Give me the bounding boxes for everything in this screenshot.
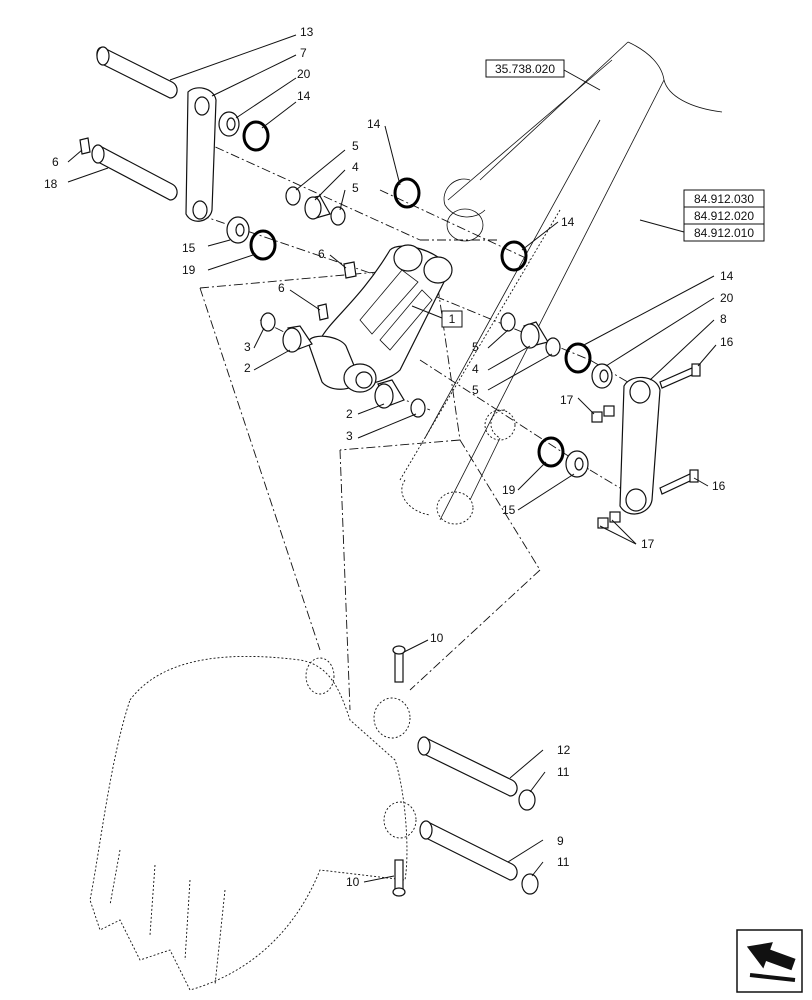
callout-2-left: 2 [244,361,251,375]
navigation-arrow-icon[interactable] [736,929,803,993]
callout-5-upper: 5 [352,139,359,153]
seal-3-low [410,398,426,418]
callout-4-upper: 4 [352,160,359,174]
o-ring-14-mid [393,177,421,209]
o-ring-19-top [249,229,277,261]
reference-84-912-010: 84.912.010 [694,226,754,240]
bushing-2-left [282,325,313,353]
link-7 [185,87,217,222]
callout-14-right: 14 [561,215,575,229]
callout-11-bottom: 11 [557,855,570,869]
nut-17-top [591,405,615,423]
grease-fitting-6-low [317,303,329,321]
callout-6-top: 6 [52,155,59,169]
grease-fitting-6-mid [343,261,357,279]
seal-5-upper-right [330,206,346,226]
callout-5-upper-b: 5 [352,181,359,195]
washer-15-right [565,450,589,478]
o-ring-14-right [500,240,528,272]
bolt-16-top [659,363,701,389]
callout-17-top: 17 [560,393,574,407]
callout-16-top: 16 [720,335,734,349]
reference-box-group: 84.912.030 84.912.020 84.912.010 [639,189,765,242]
bolt-10-bottom [392,859,406,897]
bolt-10-top [392,645,406,683]
callout-15-right: 15 [502,503,516,517]
callout-14-link8: 14 [720,269,734,283]
leader-lines [67,34,717,883]
callout-6-low: 6 [278,281,285,295]
callout-19-top: 19 [182,263,196,277]
link-assembly-1: 1 [307,244,463,393]
cap-11-top [518,789,536,811]
o-ring-19-right [537,436,565,468]
callout-10-bottom: 10 [346,875,360,889]
washer-15-top [226,216,250,244]
pin-18 [91,144,178,201]
callout-12: 12 [557,743,571,757]
projection-lines [199,139,651,711]
seal-3-left [260,312,276,332]
pin-13 [96,46,178,99]
bucket [89,655,417,991]
grease-fitting-6-top [79,137,91,155]
callout-19-right: 19 [502,483,516,497]
assembly-marker-1: 1 [449,312,456,326]
callout-11-top: 11 [557,765,570,779]
bushing-4-right [520,321,549,349]
nut-17-bottom [597,511,621,529]
callout-16-bottom: 16 [712,479,726,493]
o-ring-14-link8 [564,342,592,374]
callout-14-mid: 14 [367,117,381,131]
bolt-16-bottom [659,469,699,495]
callout-8: 8 [720,312,727,326]
seal-5-right-low [545,337,561,357]
callout-9: 9 [557,834,564,848]
reference-84-912-030: 84.912.030 [694,192,754,206]
washer-20-right [591,363,613,389]
callout-4-right: 4 [472,362,479,376]
pin-9 [419,820,518,881]
callout-14-top: 14 [297,89,311,103]
pin-12 [417,736,518,797]
bushing-2-low [374,379,405,409]
link-8 [619,376,661,515]
callout-18: 18 [44,177,58,191]
callout-3-left: 3 [244,340,251,354]
seal-5-right-top [500,312,516,332]
callout-3-low: 3 [346,429,353,443]
callout-20-right: 20 [720,291,734,305]
bushing-4-upper [304,195,331,220]
callout-10-top: 10 [430,631,444,645]
callout-labels: 13 7 20 14 6 18 15 19 14 5 4 5 14 6 6 3 … [44,25,734,889]
dipper-arm [399,41,723,525]
washer-20-top [218,111,240,137]
callout-15-top: 15 [182,241,196,255]
reference-84-912-020: 84.912.020 [694,209,754,223]
seal-5-upper-left [285,186,301,206]
callout-13: 13 [300,25,314,39]
callout-17-bottom: 17 [641,537,655,551]
o-ring-14-top [242,120,270,152]
reference-box-top: 35.738.020 [485,59,601,91]
reference-35-738-020: 35.738.020 [495,62,555,76]
callout-2-low: 2 [346,407,353,421]
callout-20-top: 20 [297,67,311,81]
callout-5-right-b: 5 [472,383,479,397]
callout-7: 7 [300,46,307,60]
callout-5-right: 5 [472,340,479,354]
cap-11-bottom [521,873,539,895]
callout-6-mid: 6 [318,247,325,261]
